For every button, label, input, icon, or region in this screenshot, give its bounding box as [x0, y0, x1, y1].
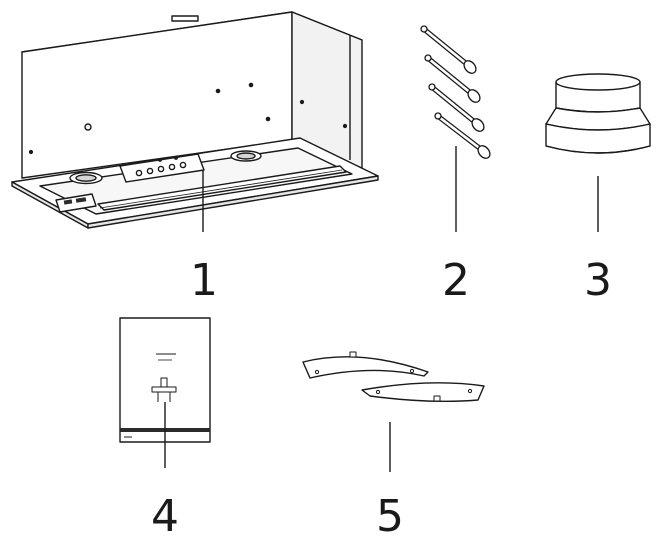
hood-illustration: [11, 11, 379, 229]
screw-illustration: [420, 25, 491, 159]
part-number-2: 2: [442, 255, 470, 306]
part-number-5: 5: [376, 491, 404, 540]
damper-flap-illustration: [302, 351, 485, 403]
duct-adapter-illustration: [545, 73, 651, 154]
part-number-4: 4: [151, 491, 179, 540]
part-number-1: 1: [190, 255, 218, 306]
part-number-3: 3: [584, 255, 612, 306]
